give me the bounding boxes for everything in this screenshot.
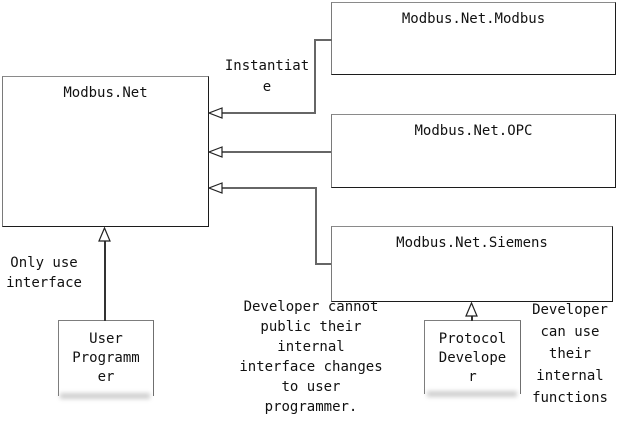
box-protocol-developer: Protocol Develope r: [424, 320, 521, 394]
box-protocol-developer-line: Develope: [438, 350, 507, 366]
box-modbus-net: Modbus.Net: [2, 76, 209, 227]
connector-modbus-horizontal-segment: [222, 112, 315, 114]
box-protocol-developer-line: Protocol: [438, 331, 507, 347]
connector-opc-horizontal-segment: [222, 151, 331, 153]
box-modbus-net-modbus-label: Modbus.Net.Modbus: [401, 11, 546, 27]
box-user-programmer: User Programm er: [58, 320, 154, 396]
box-user-programmer-line: Programm: [72, 350, 140, 366]
protocol-developer-clipped-text-smudge: [427, 391, 517, 397]
note-instantiate-line: Instantiat: [224, 58, 310, 74]
box-modbus-net-label: Modbus.Net: [63, 85, 148, 101]
box-user-programmer-line: User: [89, 331, 123, 347]
note-only-use-interface-line: Only use: [10, 255, 78, 271]
box-user-programmer-line: er: [97, 369, 115, 385]
box-modbus-net-opc-label: Modbus.Net.OPC: [414, 123, 533, 139]
connector-siemens-horizontal-segment: [222, 187, 316, 189]
arrowhead-up-user-programmer-icon: [98, 227, 111, 242]
note-developer-can-line: their: [548, 346, 592, 362]
arrowhead-left-siemens-icon: [208, 182, 223, 194]
user-programmer-clipped-text-smudge: [60, 393, 150, 399]
connector-protocol-developer-segment: [471, 316, 473, 321]
box-modbus-net-siemens-label: Modbus.Net.Siemens: [396, 235, 548, 251]
note-only-use-interface: Only use interface: [1, 253, 87, 293]
arrowhead-left-modbus-icon: [208, 107, 223, 119]
note-developer-can-line: Developer: [532, 302, 608, 318]
arrowhead-left-opc-icon: [208, 146, 223, 158]
connector-user-programmer-segment: [104, 241, 106, 321]
connector-siemens-vertical-segment: [315, 187, 317, 265]
box-modbus-net-siemens: Modbus.Net.Siemens: [331, 226, 613, 302]
note-developer-can: Developer can use their internal functio…: [528, 299, 612, 409]
box-protocol-developer-line: r: [468, 369, 477, 385]
note-developer-can-line: functions: [532, 390, 608, 406]
note-developer-can-line: internal: [536, 368, 604, 384]
note-developer-cannot-line: programmer.: [264, 399, 358, 415]
note-only-use-interface-line: interface: [6, 275, 82, 291]
note-developer-cannot-line: public their: [260, 319, 362, 335]
note-developer-cannot: Developer cannot public their internal i…: [234, 297, 388, 417]
note-developer-cannot-line: to user: [281, 379, 341, 395]
note-developer-cannot-line: Developer cannot: [243, 299, 379, 315]
box-modbus-net-modbus: Modbus.Net.Modbus: [331, 2, 616, 75]
connector-modbus-vertical-segment: [314, 39, 316, 114]
connector-modbus-top-segment: [314, 39, 332, 41]
connector-siemens-bottom-segment: [315, 263, 331, 265]
note-developer-can-line: can use: [540, 324, 600, 340]
note-instantiate-line: e: [262, 79, 272, 95]
note-developer-cannot-line: interface changes: [239, 359, 383, 375]
arrowhead-up-protocol-developer-icon: [465, 302, 478, 317]
box-modbus-net-opc: Modbus.Net.OPC: [331, 114, 616, 188]
note-developer-cannot-line: internal: [277, 339, 345, 355]
note-instantiate: Instantiat e: [222, 56, 312, 98]
